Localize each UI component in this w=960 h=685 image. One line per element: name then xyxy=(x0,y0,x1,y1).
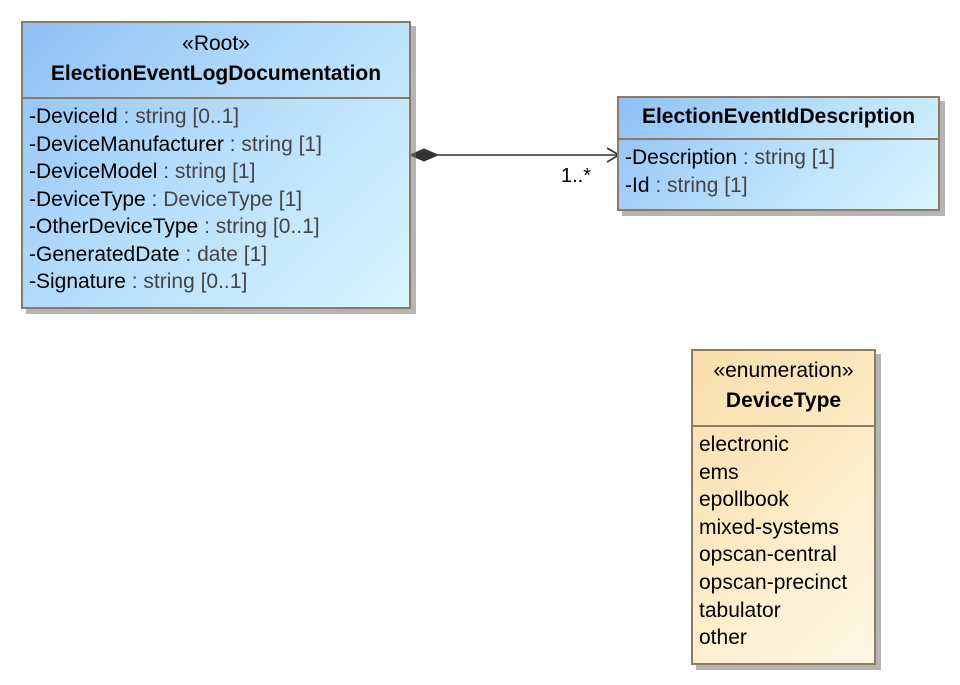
attribute-name: -GeneratedDate xyxy=(29,242,180,266)
attribute-name: -Description xyxy=(625,146,738,169)
attribute-name: -Id xyxy=(625,173,650,197)
attribute-type: : string [0..1] xyxy=(117,105,240,128)
class-header: ElectionEventIdDescription xyxy=(619,98,938,140)
attribute-name: -OtherDeviceType xyxy=(29,215,199,238)
attribute-type: : date [1] xyxy=(179,242,268,266)
enumeration-literal[interactable]: electronic xyxy=(699,433,789,456)
enumeration-literal[interactable]: mixed-systems xyxy=(699,515,840,539)
attribute-name: -DeviceModel xyxy=(29,160,158,183)
enumeration-literal[interactable]: opscan-central xyxy=(699,543,837,567)
class-name: ElectionEventLogDocumentation xyxy=(50,62,382,85)
enumeration-literal[interactable]: epollbook xyxy=(699,488,789,512)
attribute-compartment: -DeviceId : string [0..1] -DeviceManufac… xyxy=(23,99,409,296)
attribute-row[interactable]: -DeviceType : DeviceType [1] xyxy=(29,186,409,214)
attribute-compartment: -Description : string [1] -Id : string [… xyxy=(619,140,938,199)
attribute-row[interactable]: -Description : string [1] xyxy=(625,144,938,172)
attribute-row[interactable]: -GeneratedDate : date [1] xyxy=(29,241,409,269)
composition-diamond-icon xyxy=(408,148,440,162)
enumeration-literal[interactable]: tabulator xyxy=(699,598,781,622)
enumeration-header: «enumeration» DeviceType xyxy=(693,351,874,427)
enumeration-device-type[interactable]: «enumeration» DeviceType electronic ems … xyxy=(691,349,876,665)
attribute-name: -Signature xyxy=(29,270,126,293)
enumeration-literal[interactable]: opscan-precinct xyxy=(699,570,848,594)
class-header: «Root» ElectionEventLogDocumentation xyxy=(23,23,409,99)
class-election-event-log-documentation[interactable]: «Root» ElectionEventLogDocumentation -De… xyxy=(21,21,411,309)
attribute-type: : DeviceType [1] xyxy=(145,187,303,211)
attribute-name: -DeviceManufacturer xyxy=(29,132,224,156)
attribute-name: -DeviceId xyxy=(29,105,118,128)
attribute-row[interactable]: -Signature : string [0..1] xyxy=(29,268,409,296)
attribute-row[interactable]: -OtherDeviceType : string [0..1] xyxy=(29,213,409,241)
enumeration-literal[interactable]: other xyxy=(699,626,747,650)
attribute-row[interactable]: -DeviceManufacturer : string [1] xyxy=(29,131,409,159)
class-election-event-id-description[interactable]: ElectionEventIdDescription -Description … xyxy=(617,96,940,211)
multiplicity-label: 1..* xyxy=(561,165,592,187)
literal-compartment: electronic ems epollbook mixed-systems o… xyxy=(693,427,874,652)
enumeration-literal[interactable]: ems xyxy=(699,460,739,484)
attribute-row[interactable]: -Id : string [1] xyxy=(625,172,938,200)
attribute-row[interactable]: -DeviceModel : string [1] xyxy=(29,158,409,186)
attribute-type: : string [1] xyxy=(649,173,748,197)
stereotype-label: «Root» xyxy=(182,32,250,55)
attribute-type: : string [0..1] xyxy=(198,215,320,238)
attribute-type: : string [1] xyxy=(157,160,256,183)
attribute-type: : string [1] xyxy=(737,146,836,169)
attribute-name: -DeviceType xyxy=(29,187,146,211)
attribute-row[interactable]: -DeviceId : string [0..1] xyxy=(29,103,409,131)
class-name: ElectionEventIdDescription xyxy=(641,105,916,128)
attribute-type: : string [1] xyxy=(223,132,322,156)
enumeration-name: DeviceType xyxy=(725,389,842,412)
attribute-type: : string [0..1] xyxy=(125,270,248,293)
stereotype-label: «enumeration» xyxy=(713,359,854,382)
